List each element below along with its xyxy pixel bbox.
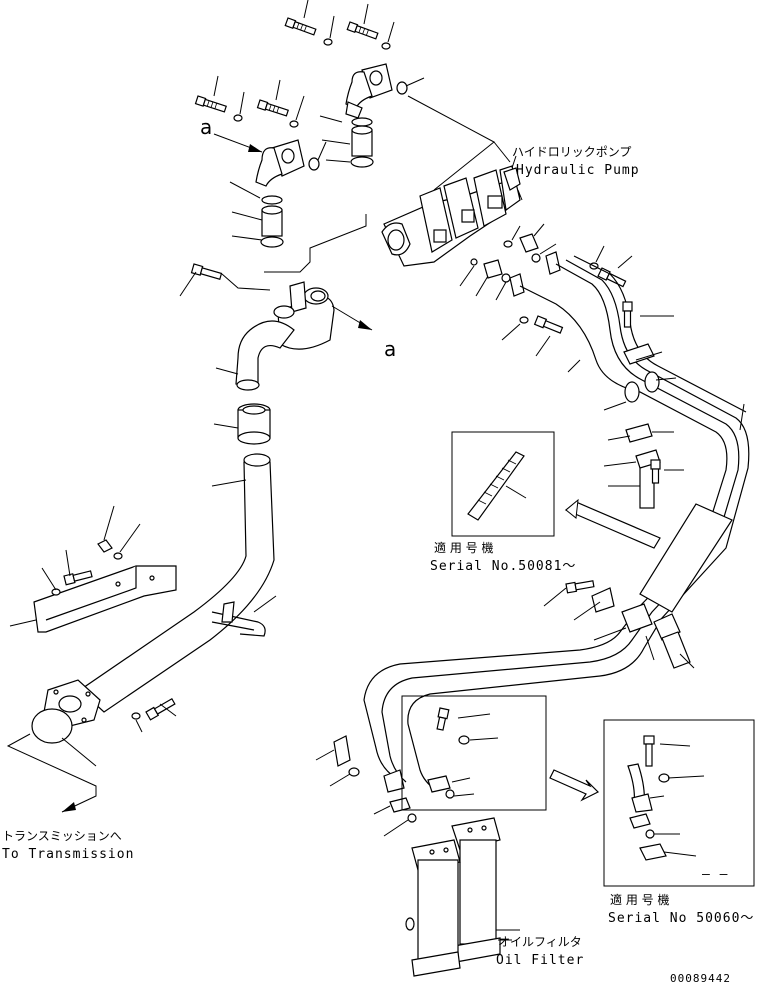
oil-filter-label-jp: オイルフィルタ xyxy=(498,935,582,949)
detail-box-serial-50060: — — xyxy=(603,719,755,887)
ref-a-top: a xyxy=(200,115,212,139)
dash-mark: — — xyxy=(702,867,728,882)
oil-filter-label-en: Oil Filter xyxy=(496,953,584,968)
hydraulic-pump-label-jp: ハイドロリックポンプ xyxy=(512,145,631,159)
pump-fittings xyxy=(459,223,633,357)
serial-1-label-en: Serial No.50081〜 xyxy=(430,559,576,574)
detail-box-filter-fittings xyxy=(401,695,547,811)
bracket-plate xyxy=(9,505,177,633)
transmission-leader xyxy=(6,733,97,813)
upper-elbow-assembly xyxy=(284,0,425,168)
detail-box-serial-50081 xyxy=(451,431,661,549)
hoses-right xyxy=(363,255,750,791)
coupling xyxy=(213,403,271,445)
serial-2-label-en: Serial No 50060〜 xyxy=(608,911,754,926)
suction-tee xyxy=(179,214,373,391)
drawing-number: 00089442 xyxy=(670,972,731,985)
detail-arrow xyxy=(549,769,600,802)
transmission-label-jp: トランスミッションへ xyxy=(2,829,122,843)
hydraulic-pump xyxy=(381,155,523,267)
serial-1-label-jp: 適 用 号 機 xyxy=(434,540,493,555)
hydraulic-pump-label-en: Hydraulic Pump xyxy=(516,163,640,178)
lower-hose-fittings xyxy=(315,735,417,837)
ref-a-right: a xyxy=(384,337,396,361)
transmission-label-en: To Transmission xyxy=(2,847,134,862)
suction-tube xyxy=(31,453,277,767)
oil-filter xyxy=(405,817,520,977)
left-elbow-assembly xyxy=(194,75,327,248)
serial-2-label-jp: 適 用 号 機 xyxy=(610,892,669,907)
